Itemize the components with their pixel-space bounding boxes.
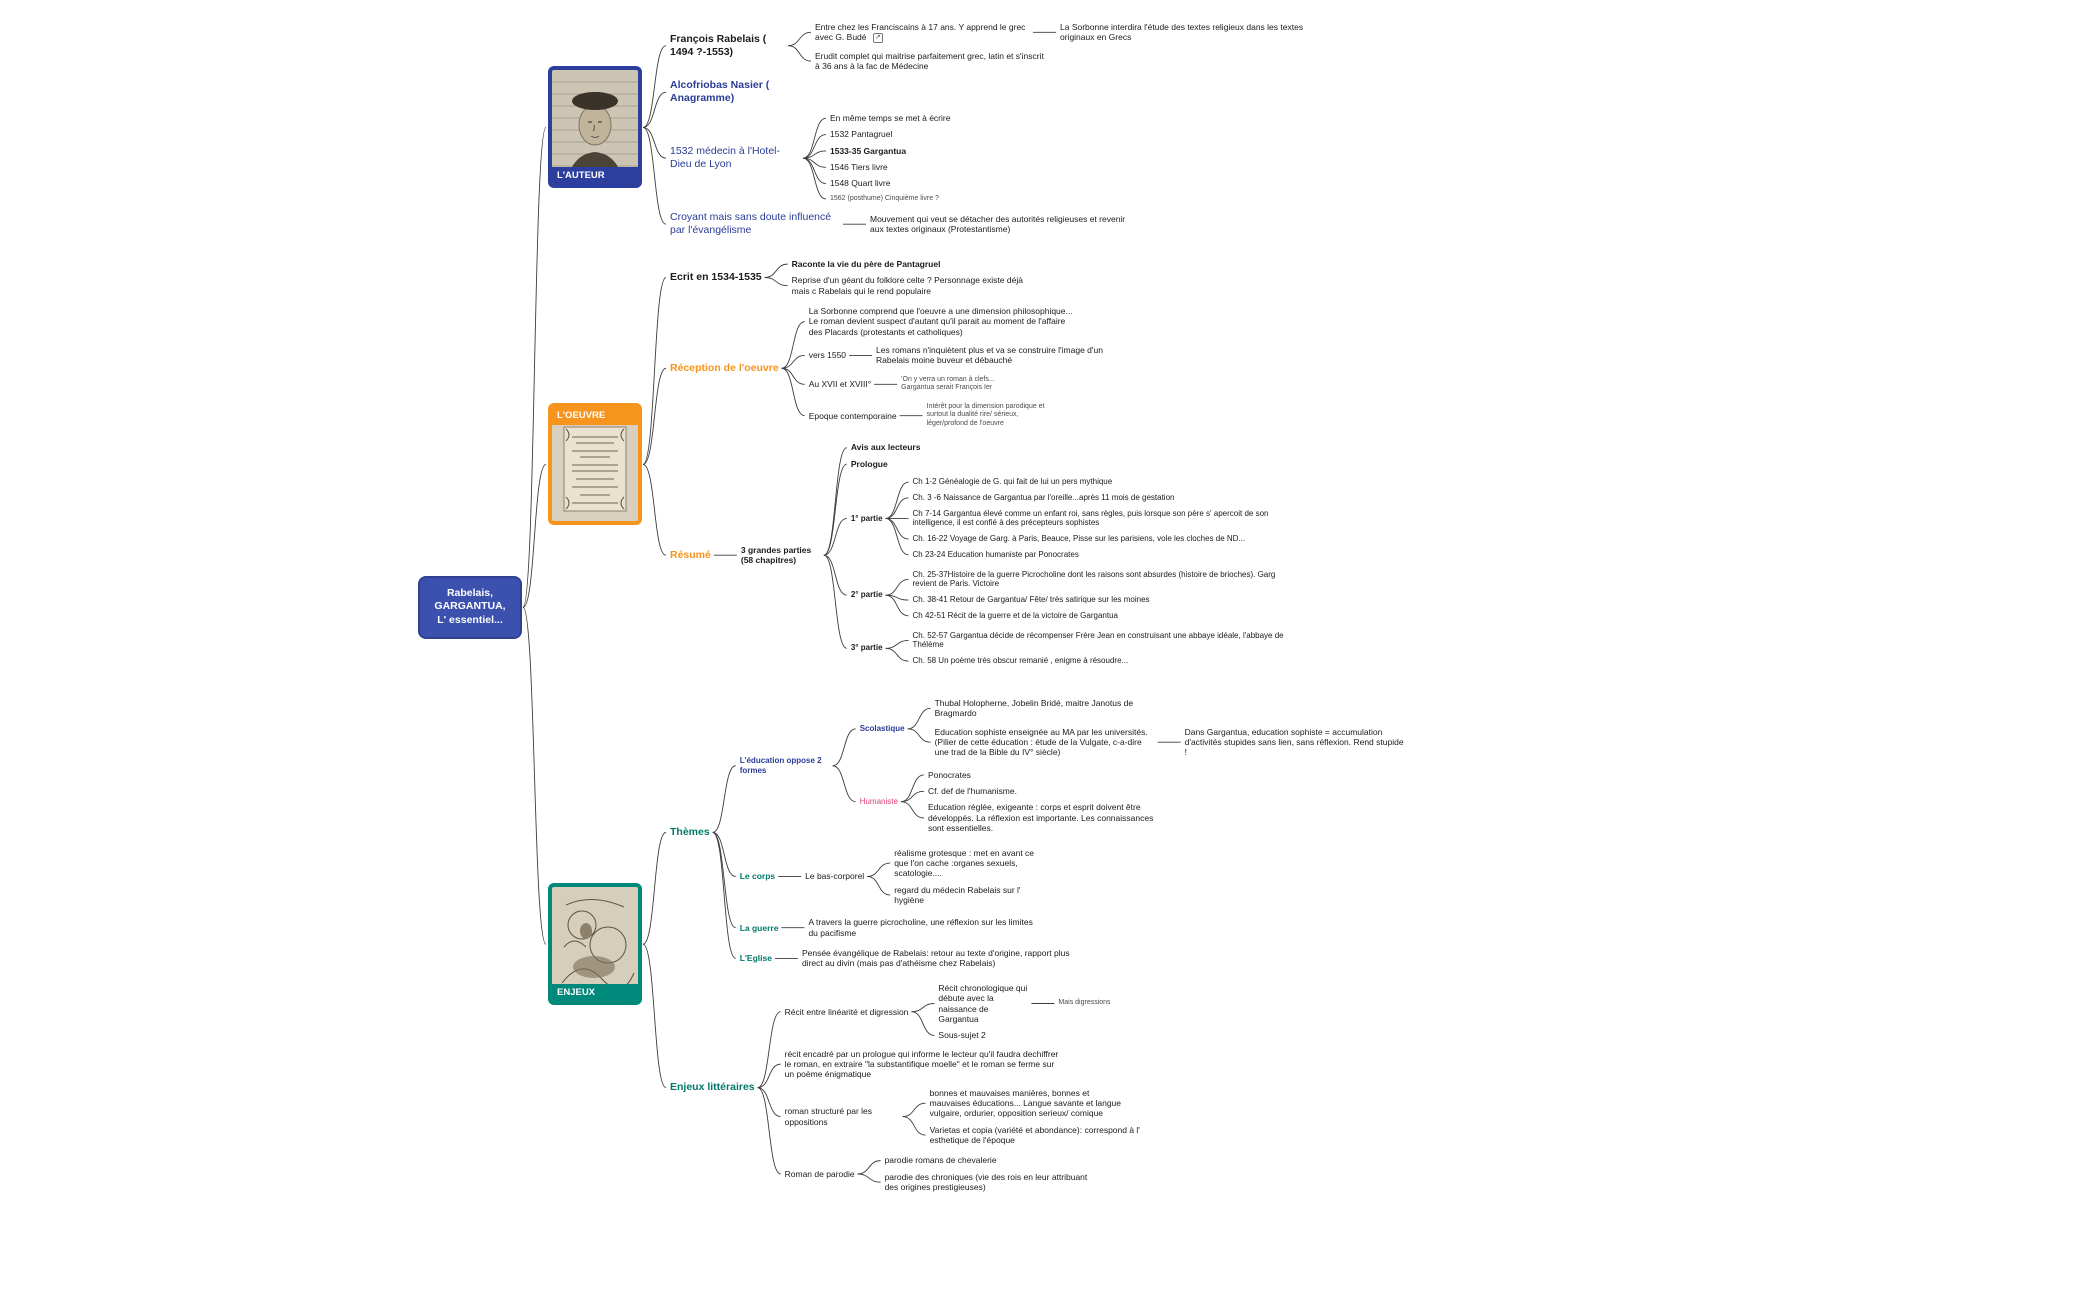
node-anagramme[interactable]: Alcofriobas Nasier ( Anagramme) (670, 79, 770, 105)
node-roman-de-parodie[interactable]: Roman de parodie (784, 1168, 855, 1179)
node-roman-a-clefs[interactable]: 'On y verra un roman à clefs... Gargantu… (901, 375, 995, 392)
node-bas-corporel[interactable]: Le bas-corporel (805, 871, 865, 882)
node-bonnes-mauvaises-manieres[interactable]: bonnes et mauvaises manières, bonnes et … (929, 1087, 1122, 1119)
enjeux-topic-node[interactable]: ENJEUX (548, 883, 642, 1006)
node-partie-1[interactable]: 1° partie (850, 513, 883, 523)
node-pensee-evangelique[interactable]: Pensée évangélique de Rabelais: retour a… (801, 948, 1070, 969)
node-le-corps[interactable]: Le corps (739, 871, 776, 882)
node-ch-7-14[interactable]: Ch 7-14 Gargantua élevé comme un enfant … (912, 508, 1269, 528)
node-franciscains-text: Entre chez les Franciscains à 17 ans. Y … (815, 21, 1026, 43)
node-varietas-copia[interactable]: Varietas et copia (variété et abondance)… (929, 1124, 1140, 1146)
node-mais-digressions[interactable]: Mais digressions (1058, 999, 1111, 1007)
node-xvii-xviii[interactable]: Au XVII et XVIII° (808, 379, 872, 390)
node-scolastique[interactable]: Scolastique (859, 723, 905, 733)
branch-enjeux: ENJEUX Thèmes L'éducation oppose 2 forme… (548, 689, 1407, 1200)
node-ch-1-2[interactable]: Ch 1-2 Généalogie de G. qui fait de lui … (912, 477, 1113, 487)
node-thubal-holopherne[interactable]: Thubal Holopherne, Jobelin Bridé, maitre… (934, 697, 1134, 719)
node-la-guerre[interactable]: La guerre (739, 922, 779, 933)
node-resume[interactable]: Résumé (670, 548, 711, 561)
node-ecrit-1534[interactable]: Ecrit en 1534-1535 (670, 271, 762, 284)
node-ch-58[interactable]: Ch. 58 Un poème très obscur remanié , en… (912, 656, 1129, 666)
node-reception[interactable]: Réception de l'oeuvre (670, 361, 779, 374)
node-linearite-digression[interactable]: Récit entre linéarité et digression (784, 1006, 909, 1017)
node-education-2-formes[interactable]: L'éducation oppose 2 formes (739, 756, 822, 775)
root-node[interactable]: Rabelais, GARGANTUA, L' essentiel... (418, 575, 522, 639)
node-ch-52-57[interactable]: Ch. 52-57 Gargantua décide de récompense… (912, 630, 1284, 650)
branch-oeuvre: L'OEUVRE Ecrit en 1534-1535 Raconte la v… (548, 254, 1407, 675)
node-ch-3-6[interactable]: Ch. 3 -6 Naissance de Gargantua par l'or… (912, 492, 1175, 502)
node-3-grandes-parties[interactable]: 3 grandes parties (58 chapitres) (740, 544, 812, 566)
node-avis-aux-lecteurs[interactable]: Avis aux lecteurs (850, 442, 921, 453)
node-1546-tiers-livre[interactable]: 1546 Tiers livre (830, 162, 888, 173)
node-parodie-chevalerie[interactable]: parodie romans de chevalerie (884, 1155, 997, 1166)
node-romans-ninquietent[interactable]: Les romans n'inquiètent plus et va se co… (876, 345, 1103, 366)
node-recit-chronologique[interactable]: Récit chronologique qui débute avec la n… (938, 982, 1028, 1024)
node-interet-parodique[interactable]: Intérêt pour la dimension parodique et s… (926, 402, 1045, 427)
node-ch-16-22[interactable]: Ch. 16-22 Voyage de Garg. à Paris, Beauc… (912, 534, 1246, 544)
node-ch-25-37[interactable]: Ch. 25-37Histoire de la guerre Picrochol… (912, 569, 1276, 589)
auteur-topic-node[interactable]: L'AUTEUR (548, 66, 642, 189)
node-eglise[interactable]: L'Eglise (739, 953, 772, 964)
node-1562-cinquieme-livre[interactable]: 1562 (posthume) Cinquième livre ? (830, 194, 939, 202)
node-recit-encadre[interactable]: récit encadré par un prologue qui inform… (784, 1048, 1059, 1080)
node-sous-sujet-2[interactable]: Sous-sujet 2 (938, 1030, 986, 1041)
node-partie-2[interactable]: 2° partie (850, 590, 883, 600)
node-francois-rabelais[interactable]: François Rabelais ( 1494 ?-1553) (670, 32, 767, 58)
node-medecin-lyon[interactable]: 1532 médecin à l'Hotel-Dieu de Lyon (670, 145, 780, 171)
node-ponocrates[interactable]: Ponocrates (927, 769, 971, 780)
node-mouvement-protestantisme[interactable]: Mouvement qui veut se détacher des autor… (870, 213, 1126, 235)
node-enjeux-litteraires[interactable]: Enjeux littéraires (670, 1081, 755, 1094)
node-1532-pantagruel[interactable]: 1532 Pantagruel (830, 129, 893, 140)
oeuvre-caption: L'OEUVRE (552, 407, 638, 426)
node-1533-gargantua[interactable]: 1533-35 Gargantua (830, 145, 907, 156)
node-1548-quart-livre[interactable]: 1548 Quart livre (830, 178, 891, 189)
node-vers-1550[interactable]: vers 1550 (808, 350, 847, 361)
node-sorbonne-comprend[interactable]: La Sorbonne comprend que l'oeuvre a une … (808, 306, 1073, 337)
mindmap-canvas: Rabelais, GARGANTUA, L' essentiel... (418, 8, 1407, 1207)
node-croyant-evangelisme[interactable]: Croyant mais sans doute influencé par l'… (670, 211, 832, 237)
node-reprise-geant[interactable]: Reprise d'un géant du folklore celte ? P… (791, 275, 1023, 296)
node-ch-42-51[interactable]: Ch 42-51 Récit de la guerre et de la vic… (912, 610, 1118, 620)
node-education-sophiste[interactable]: Education sophiste enseignée au MA par l… (934, 726, 1148, 758)
node-sorbonne-interdira[interactable]: La Sorbonne interdira l'étude des textes… (1060, 22, 1304, 43)
external-link-icon[interactable]: ↗ (872, 32, 883, 43)
node-ch-23-24[interactable]: Ch 23-24 Education humaniste par Ponocra… (912, 549, 1079, 559)
node-humaniste[interactable]: Humaniste (859, 796, 898, 806)
node-rend-stupide[interactable]: Dans Gargantua, education sophiste = acc… (1184, 726, 1404, 758)
node-epoque-contemporaine[interactable]: Epoque contemporaine (808, 410, 897, 421)
node-partie-3[interactable]: 3° partie (850, 643, 883, 653)
node-ch-38-41[interactable]: Ch. 38-41 Retour de Gargantua/ Fête/ trè… (912, 595, 1150, 605)
enjeux-caption: ENJEUX (552, 983, 638, 1002)
node-parodie-chroniques[interactable]: parodie des chroniques (vie des rois en … (884, 1171, 1088, 1193)
node-raconte-pere-pantagruel[interactable]: Raconte la vie du père de Pantagruel (791, 258, 941, 269)
node-themes[interactable]: Thèmes (670, 825, 710, 838)
node-regard-medecin[interactable]: regard du médecin Rabelais sur l' hygièn… (894, 884, 1021, 905)
node-roman-oppositions[interactable]: roman structuré par les oppositions (784, 1106, 873, 1127)
oeuvre-topic-node[interactable]: L'OEUVRE (548, 403, 642, 526)
node-erudit[interactable]: Erudit complet qui maitrise parfaitement… (815, 50, 1044, 72)
node-education-reglee[interactable]: Education réglée, exigeante : corps et e… (927, 802, 1154, 834)
node-se-met-a-ecrire[interactable]: En même temps se met à écrire (830, 113, 951, 124)
auteur-caption: L'AUTEUR (552, 166, 638, 185)
node-guerre-picrocholine[interactable]: A travers la guerre picrocholine, une ré… (808, 917, 1033, 938)
node-realisme-grotesque[interactable]: réalisme grotesque : met en avant ce que… (894, 847, 1035, 879)
engraving-scene-image (552, 887, 638, 1002)
node-cf-def-humanisme[interactable]: Cf. def de l'humanisme. (927, 786, 1017, 797)
gargantua-title-page-image (552, 407, 638, 522)
branch-auteur: L'AUTEUR François Rabelais ( 1494 ?-1553… (548, 15, 1407, 240)
node-prologue[interactable]: Prologue (850, 458, 888, 469)
node-franciscains[interactable]: Entre chez les Franciscains à 17 ans. Y … (813, 21, 1032, 44)
